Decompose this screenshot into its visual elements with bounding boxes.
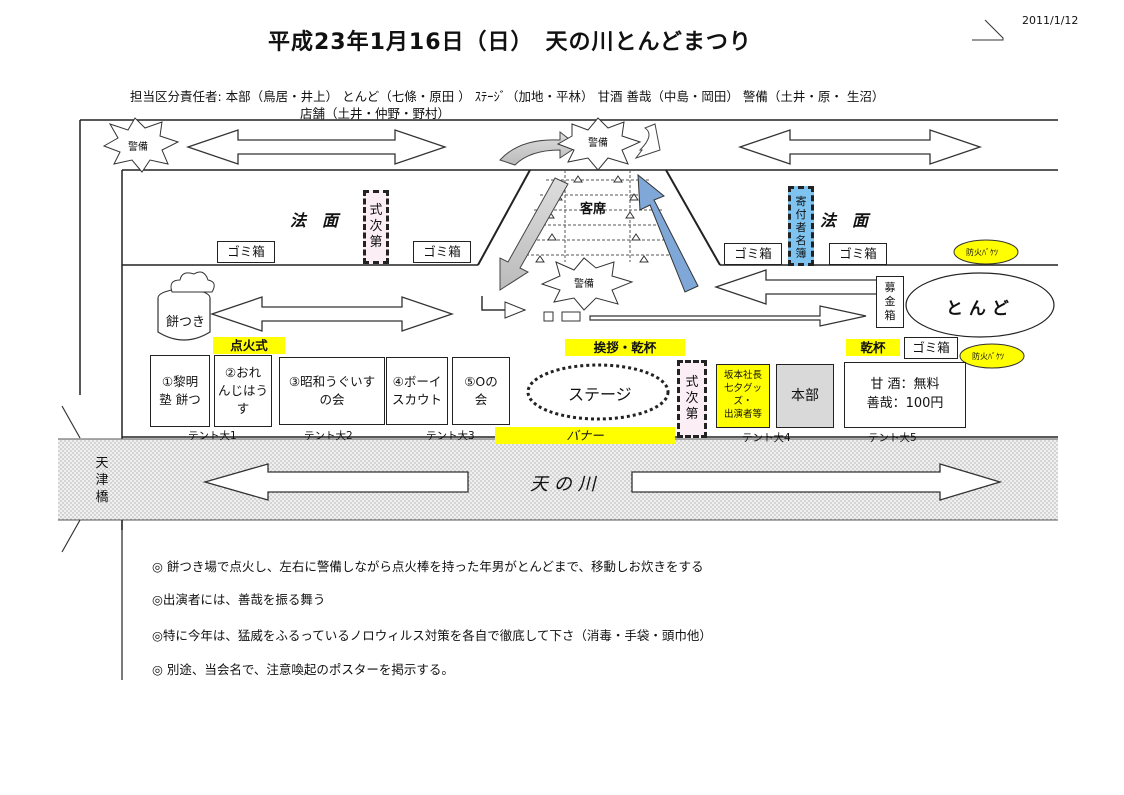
tent-label-5: テント大5 — [868, 432, 917, 444]
arrow-mid-right-left — [713, 269, 879, 305]
mochi-drum-body — [157, 298, 211, 341]
tondo-ellipse — [905, 272, 1055, 338]
steam-cloud — [170, 271, 215, 293]
guard-label-top-center: 警備 — [588, 138, 608, 149]
responsible-persons-line1: 担当区分責任者: 本部（鳥居・井上） とんど（七條・原田 ） ｽﾃｰｼﾞ（加地・… — [130, 89, 885, 104]
program-board-bottom: 式次第 — [677, 360, 707, 438]
river-arrow-right — [631, 463, 1003, 501]
slope-label-right: 法 面 — [820, 211, 869, 230]
trash-box-4: ゴミ箱 — [829, 243, 887, 265]
document-date: 2011/1/12 — [1022, 14, 1079, 27]
note-3: ◎特に今年は、猛威をふるっているノロウィルス対策を各自で徹底して下さ（消毒・手袋… — [152, 628, 712, 643]
greeting-label: 挨拶・乾杯 — [565, 339, 685, 356]
trash-box-5: ゴミ箱 — [904, 337, 958, 359]
booth-5: ⑤Oの会 — [452, 357, 510, 425]
guard-burst-top-center — [556, 117, 642, 171]
double-arrow-mid-left — [209, 296, 455, 332]
program-text: 式次第 — [369, 203, 383, 250]
double-arrow-top-left — [185, 129, 448, 165]
president-goods-booth: 坂本社長七夕グッズ・出演者等 — [716, 364, 770, 428]
booth-3: ③昭和うぐいすの会 — [279, 357, 385, 425]
fire-bucket-bottom — [959, 343, 1025, 369]
river-arrow-left — [202, 463, 469, 501]
corner-mark — [972, 19, 1004, 41]
headquarters-booth: 本部 — [776, 364, 834, 428]
bridge-label: 天津橋 — [95, 456, 109, 505]
bridge-mark-bottom — [61, 519, 81, 553]
flow-arrow-curve-left — [499, 130, 579, 166]
path-arrow-head — [504, 301, 527, 319]
program-board-top: 式次第 — [363, 190, 389, 264]
marker-square-1 — [543, 311, 554, 322]
donor-list-text: 寄付者名簿 — [795, 195, 807, 260]
donation-box: 募金箱 — [876, 276, 904, 328]
trash-box-2: ゴミ箱 — [413, 241, 471, 263]
trash-box-3: ゴミ箱 — [724, 243, 782, 265]
note-1: ◎ 餅つき場で点火し、左右に警備しながら点火棒を持った年男がとんどまで、移動しお… — [152, 559, 704, 574]
seating-edge-left — [477, 169, 531, 266]
flow-arrow-gray — [499, 177, 569, 291]
fire-bucket-label-top: 防火ﾊﾞｹﾂ — [966, 248, 998, 257]
slope-label-left: 法 面 — [290, 211, 339, 230]
tondo-label: と ん ど — [946, 299, 1009, 319]
tent-label-4: テント大4 — [742, 432, 791, 444]
river-label: 天 の 川 — [530, 474, 596, 495]
tent-label-2: テント大2 — [304, 430, 353, 442]
program-text: 式次第 — [685, 375, 699, 422]
mochi-label: 餅つき — [166, 315, 206, 330]
donor-list-board: 寄付者名簿 — [788, 186, 814, 266]
marker-square-2 — [561, 311, 581, 322]
arrow-mid-center-right — [589, 305, 867, 327]
guard-burst-mid-center — [540, 257, 634, 311]
booth-1: ①黎明塾 餅つ — [150, 355, 210, 427]
tent-label-3: テント大3 — [426, 430, 475, 442]
trash-box-1: ゴミ箱 — [217, 241, 275, 263]
guard-label-mid-center: 警備 — [574, 279, 594, 290]
amazake-booth: 甘 酒：無料善哉：100円 — [844, 362, 966, 428]
flow-arrow-curve-right — [634, 123, 661, 159]
fire-bucket-top — [953, 239, 1019, 265]
ignition-label: 点火式 — [213, 337, 285, 354]
seats-label: 客席 — [580, 202, 607, 217]
flow-arrow-blue — [637, 173, 699, 293]
stage-oval — [526, 363, 670, 421]
note-2: ◎出演者には、善哉を振る舞う — [152, 592, 326, 607]
responsible-persons-line2: 店舗（土井・仲野・野村） — [300, 106, 451, 121]
toast-label: 乾杯 — [846, 339, 900, 356]
fire-bucket-label-bottom: 防火ﾊﾞｹﾂ — [972, 352, 1004, 361]
note-4: ◎ 別途、当会名で、注意喚起のポスターを掲示する。 — [152, 662, 454, 677]
seating-edge-right — [665, 169, 721, 266]
bridge-mark-top — [61, 405, 81, 439]
double-arrow-top-right — [737, 129, 983, 165]
booth-4: ④ボーイスカウト — [386, 357, 448, 425]
tent-label-1: テント大1 — [188, 430, 237, 442]
guard-burst-top-left — [102, 117, 180, 173]
guard-label-top-left: 警備 — [128, 142, 148, 153]
booth-2: ②おれんじはうす — [214, 355, 272, 427]
banner-label: バナー — [495, 427, 675, 444]
seating-rows — [516, 170, 680, 262]
page-title: 平成23年1月16日（日） 天の川とんどまつり — [268, 30, 752, 55]
stage-label: ステージ — [568, 385, 632, 404]
